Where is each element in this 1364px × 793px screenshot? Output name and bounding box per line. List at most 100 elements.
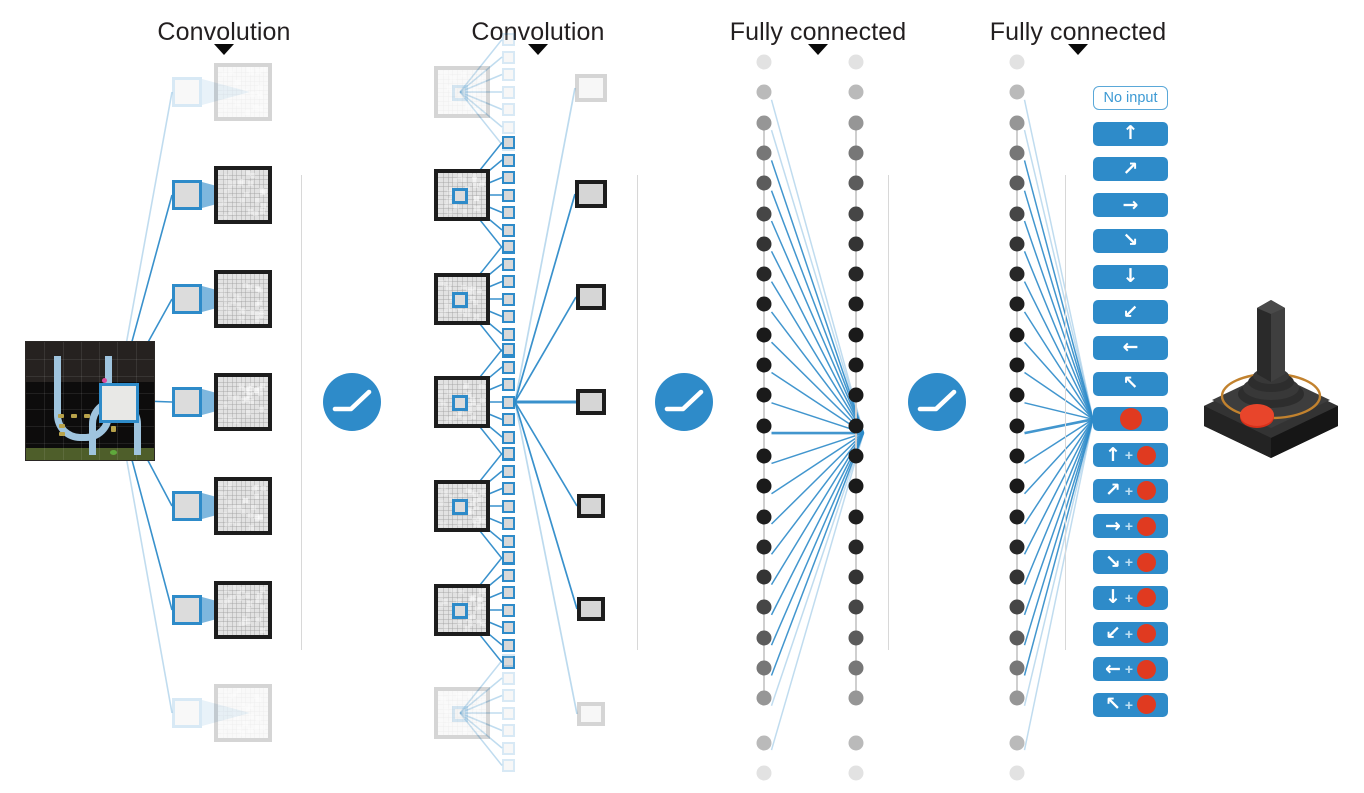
plus-sign: + [1124, 661, 1134, 678]
fc-layer-1-column-b-unit-3 [848, 115, 864, 131]
action-up-left[interactable]: ↖ [1093, 371, 1168, 396]
game-entity-3 [84, 414, 90, 418]
feature-map-texture [218, 274, 268, 324]
action-no-input[interactable]: No input [1093, 86, 1168, 110]
action-left[interactable]: ← [1093, 335, 1168, 360]
feature-map-texture [218, 67, 268, 117]
conv2-output-unit-5-1 [502, 447, 515, 460]
conv2-output-unit-7-5 [502, 724, 515, 737]
feature-map-texture [438, 691, 486, 735]
fc2-to-action-link-8 [1023, 281, 1094, 420]
fc2-to-action-link-19 [1023, 419, 1094, 616]
conv1-feature-map-7 [214, 684, 272, 742]
action-up-left-fire[interactable]: ↖+ [1093, 692, 1168, 717]
game-grid-hline [26, 409, 154, 410]
action-down-right[interactable]: ↘ [1093, 228, 1168, 253]
stage-separator-4 [1065, 175, 1066, 650]
fc2-to-action-link-20 [1023, 419, 1094, 646]
fire-button-icon [1119, 408, 1142, 431]
conv2-output-unit-6-7 [502, 656, 515, 669]
conv2-final-map-5 [577, 494, 605, 518]
conv2-final-map-6 [577, 597, 605, 621]
conv2-output-unit-5-5 [502, 517, 515, 530]
conv2-output-unit-1-4 [502, 85, 515, 99]
relu-2 [655, 373, 713, 431]
action-down-left-fire[interactable]: ↙+ [1093, 621, 1168, 646]
conv2-output-unit-4-4 [502, 395, 515, 409]
fc-layer-1-column-a-unit-11 [756, 357, 772, 373]
fc2-to-action-link-14 [1024, 418, 1094, 465]
fc-layer-1-column-b-unit-4 [848, 145, 864, 161]
conv2-output-unit-3-1 [502, 240, 515, 253]
action-up[interactable]: ↑ [1093, 121, 1168, 146]
fc2-to-action-link-21 [1023, 419, 1094, 676]
conv2-final-map-4 [576, 389, 606, 415]
conv1-feature-map-2 [214, 166, 272, 224]
fc2-to-action-link-9 [1023, 311, 1094, 420]
conv2-kernel-patch-5 [452, 499, 468, 515]
fc-layer-1-column-a-unit-6 [756, 206, 772, 221]
action-down[interactable]: ↓ [1093, 264, 1168, 289]
fc2-to-action-link-3 [1023, 129, 1094, 420]
conv2-to-output-link-1 [514, 87, 576, 403]
conv1-input-patch-7 [172, 698, 202, 728]
action-up-fire[interactable]: ↑+ [1093, 443, 1168, 467]
action-fire[interactable] [1093, 407, 1168, 432]
action-down-fire[interactable]: ↓+ [1093, 585, 1168, 610]
fc-layer-2-column-unit-13 [1009, 418, 1025, 434]
plus-sign: + [1124, 447, 1134, 463]
conv1-feature-map-5 [214, 477, 272, 535]
conv2-to-output-link-6 [514, 401, 578, 610]
fc-layer-1-column-b-unit-9 [848, 296, 864, 312]
fc-layer-2-column-unit-9 [1009, 296, 1025, 312]
relu-3 [908, 373, 966, 431]
conv2-to-output-link-3 [514, 296, 577, 403]
direction-arrow-icon: ← [1122, 336, 1139, 359]
fc-layer-1-column-a-unit-13 [756, 418, 772, 434]
direction-arrow-icon: ↘ [1104, 550, 1121, 573]
fc-layer-2-column-unit-4 [1009, 145, 1025, 161]
fc-layer-1-column-b-spine [855, 122, 857, 699]
conv1-input-patch-6 [172, 595, 202, 625]
fc-layer-1-column-b-unit-17 [848, 539, 864, 555]
fc-layer-2-column-unit-19 [1009, 599, 1025, 615]
action-up-right[interactable]: ↗ [1093, 157, 1168, 182]
action-right[interactable]: → [1093, 193, 1168, 218]
game-grid-hline [26, 393, 154, 394]
fc-layer-1-column-a-unit-2 [756, 84, 772, 100]
conv2-kernel-patch-7 [452, 706, 468, 722]
plus-sign: + [1124, 554, 1134, 571]
action-down-right-fire[interactable]: ↘+ [1093, 550, 1168, 575]
stage-header-2: Convolution [471, 18, 605, 46]
plus-sign: + [1124, 696, 1134, 713]
action-left-fire[interactable]: ←+ [1093, 657, 1168, 682]
conv2-output-unit-4-3 [502, 378, 515, 391]
conv1-input-patch-4 [172, 387, 202, 417]
direction-arrow-icon: ↗ [1122, 157, 1139, 180]
direction-arrow-icon: ↓ [1104, 586, 1121, 609]
action-right-fire[interactable]: →+ [1093, 514, 1168, 539]
fc-layer-2-column-spine [1016, 122, 1018, 699]
direction-arrow-icon: ↙ [1104, 622, 1121, 644]
atari-joystick [1196, 288, 1346, 465]
fc-layer-1-column-a-unit-8 [756, 266, 772, 282]
fire-button-icon [1137, 552, 1157, 572]
fire-button-icon [1137, 588, 1157, 608]
fc-layer-1-column-a-unit-21 [756, 660, 772, 676]
conv2-output-unit-5-3 [502, 482, 515, 495]
stage-separator-2 [637, 175, 638, 650]
stage-header-1: Convolution [157, 18, 291, 46]
conv2-output-unit-5-4 [502, 499, 515, 513]
game-entity-5 [59, 432, 65, 436]
action-up-right-fire[interactable]: ↗+ [1093, 478, 1168, 503]
action-down-left[interactable]: ↙ [1093, 300, 1168, 325]
conv2-feature-map-1 [434, 66, 490, 118]
fc-layer-1-column-b-unit-24 [848, 765, 864, 781]
stage-header-arrow-3 [808, 44, 828, 55]
conv2-output-unit-6-2 [502, 568, 515, 582]
direction-arrow-icon: ← [1104, 657, 1121, 680]
plus-sign: + [1124, 589, 1134, 606]
fc-layer-1-column-a-unit-12 [756, 387, 772, 403]
conv2-to-output-link-2 [514, 193, 576, 403]
fc2-to-action-link-6 [1023, 220, 1094, 420]
